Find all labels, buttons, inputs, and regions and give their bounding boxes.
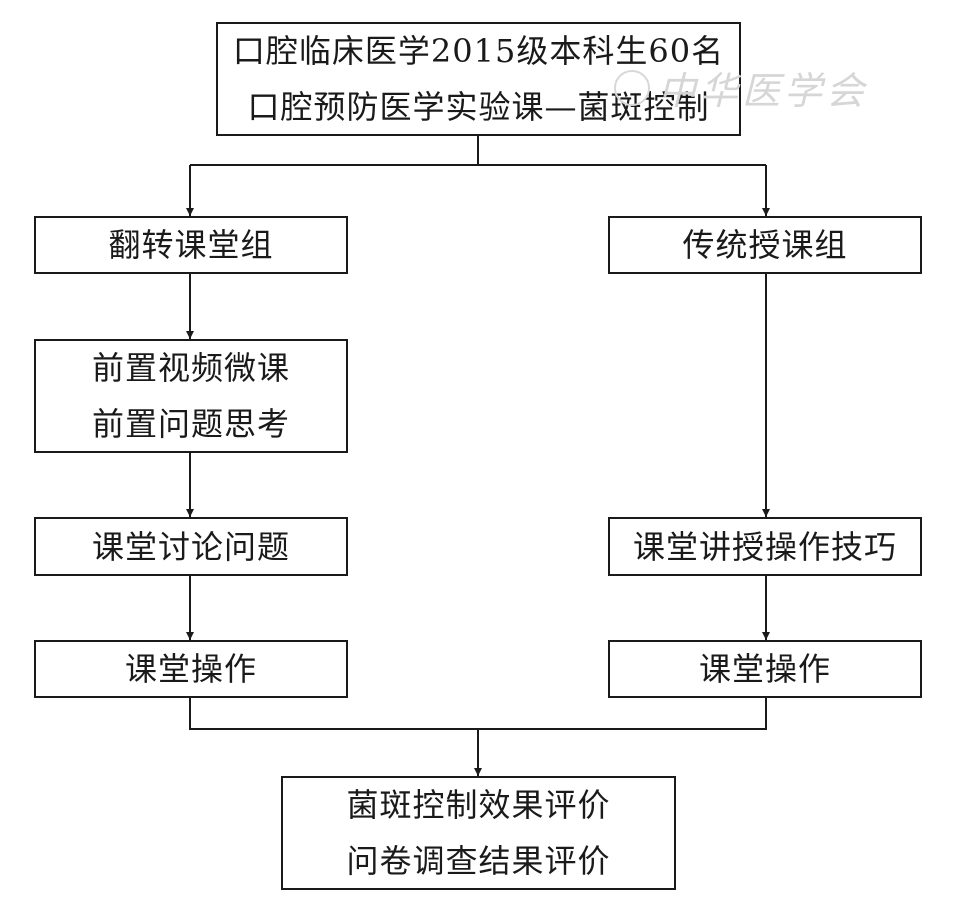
evaluation-line-2: 问卷调查结果评价 xyxy=(346,842,611,880)
pre-class-box: 前置视频微课 前置问题思考 xyxy=(34,339,348,453)
split-line xyxy=(190,136,766,166)
evaluation-line-1: 菌斑控制效果评价 xyxy=(346,786,611,824)
traditional-teaching-group-label: 传统授课组 xyxy=(682,226,848,264)
traditional-teaching-group-box: 传统授课组 xyxy=(608,216,922,274)
flipped-classroom-group-box: 翻转课堂组 xyxy=(34,216,348,274)
pre-class-line-2: 前置问题思考 xyxy=(91,405,290,443)
lecture-technique-label: 课堂讲授操作技巧 xyxy=(632,527,897,566)
merge-line xyxy=(189,698,767,730)
watermark: 中华医学会 xyxy=(614,60,868,115)
class-discussion-label: 课堂讨论问题 xyxy=(91,527,290,566)
flipped-classroom-group-label: 翻转课堂组 xyxy=(108,226,274,264)
right-class-operation-box: 课堂操作 xyxy=(608,640,922,698)
pre-class-line-1: 前置视频微课 xyxy=(91,349,290,387)
right-class-operation-label: 课堂操作 xyxy=(698,650,831,688)
enrollment-line-1: 口腔临床医学2015级本科生60名 xyxy=(232,32,725,70)
watermark-text: 中华医学会 xyxy=(658,69,869,113)
evaluation-box: 菌斑控制效果评价 问卷调查结果评价 xyxy=(281,776,676,890)
lecture-technique-box: 课堂讲授操作技巧 xyxy=(608,517,922,576)
watermark-seal-icon xyxy=(614,69,650,106)
class-discussion-box: 课堂讨论问题 xyxy=(34,517,348,576)
left-class-operation-label: 课堂操作 xyxy=(124,650,257,688)
left-class-operation-box: 课堂操作 xyxy=(34,640,348,698)
